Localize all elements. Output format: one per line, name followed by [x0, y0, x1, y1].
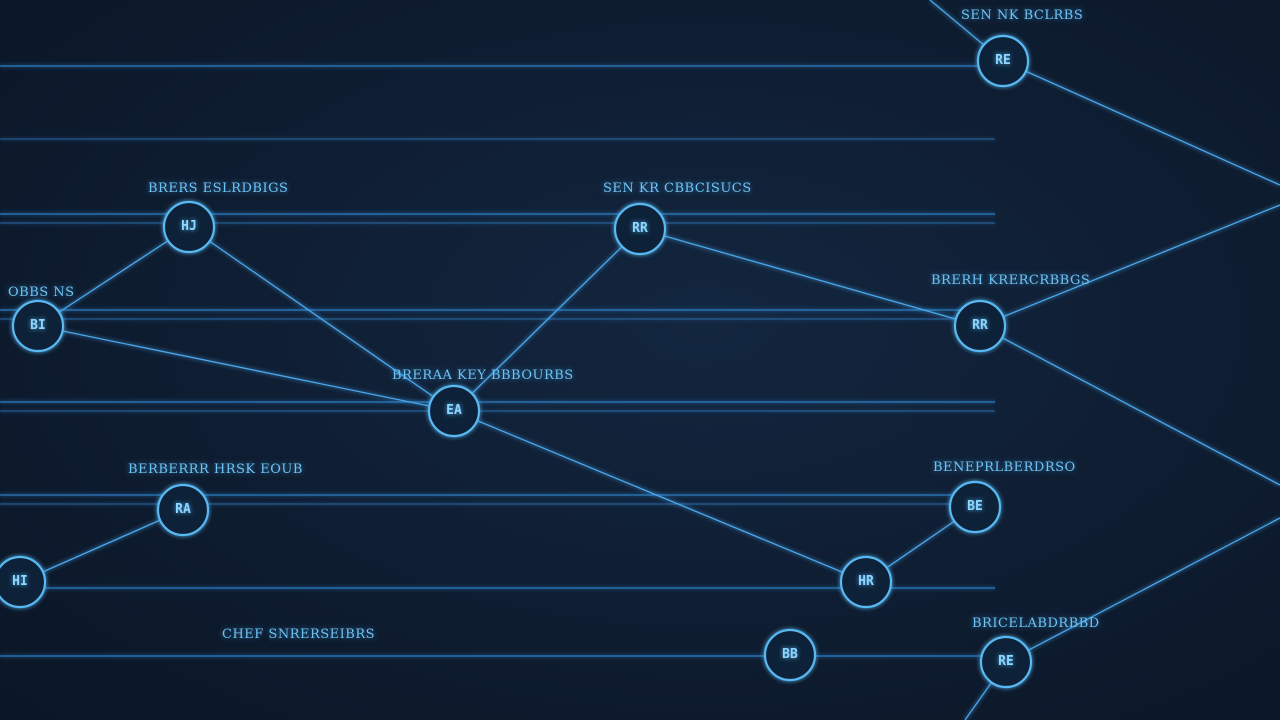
edge [979, 204, 1280, 327]
node-glyph: BB [782, 647, 798, 662]
node-glyph: HR [858, 574, 874, 589]
node-label: SEN KR CBBCISUCS [603, 181, 752, 196]
standalone-label: CHEF SNRERSEIBRS [222, 627, 376, 642]
edge [1005, 517, 1280, 663]
node-glyph: BE [967, 499, 983, 514]
node-label: BRERH KRERCRBBGS [931, 273, 1091, 288]
edge [1002, 60, 1280, 186]
node-circle[interactable] [839, 555, 893, 609]
node-glyph: HJ [181, 219, 197, 234]
node-label: BRERS ESLRDBIGS [148, 181, 289, 196]
edge [453, 410, 867, 583]
edge [37, 226, 190, 327]
node-glyph: RE [995, 53, 1011, 68]
edge [979, 325, 1280, 486]
node-glyph: HI [12, 574, 28, 589]
node-circle[interactable] [11, 299, 65, 353]
node-glyph: BI [30, 318, 46, 333]
node-glyph: EA [446, 403, 462, 418]
node-glyph: RA [175, 502, 191, 517]
node-label: BENEPRLBERDRSO [933, 460, 1076, 475]
node-circle[interactable] [979, 635, 1033, 689]
node-circle[interactable] [763, 628, 817, 682]
node-circle[interactable] [976, 34, 1030, 88]
node-circle[interactable] [156, 483, 210, 537]
node-circle[interactable] [162, 200, 216, 254]
edge [639, 228, 981, 327]
nodes [0, 34, 1033, 689]
edge [453, 228, 641, 412]
node-label: BRICELABDRBBD [972, 616, 1100, 631]
connection-lines [19, 0, 1280, 720]
edge [188, 226, 455, 412]
node-glyph: RE [998, 654, 1014, 669]
node-label: SEN NK BCLRBS [961, 8, 1084, 23]
node-circle[interactable] [427, 384, 481, 438]
node-label: BERBERRR HRSK EOUB [128, 462, 303, 477]
node-circle[interactable] [613, 202, 667, 256]
horizontal-lines [0, 65, 995, 657]
edge [37, 325, 455, 412]
node-circle[interactable] [953, 299, 1007, 353]
node-glyph: RR [972, 318, 988, 333]
node-label: BRERAA KEY BBBOURBS [392, 368, 574, 383]
node-circle[interactable] [948, 480, 1002, 534]
edge [19, 509, 184, 583]
node-circle[interactable] [0, 555, 47, 609]
node-label: OBBS NS [8, 285, 75, 300]
node-glyph: RR [632, 221, 648, 236]
